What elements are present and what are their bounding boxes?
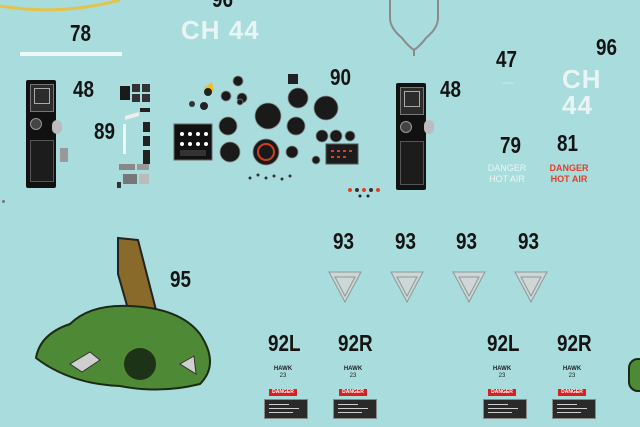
hawk-placard-4: HAWK 23 DANGER — [547, 366, 597, 398]
hot-air-label-79: HOT AIR — [489, 174, 525, 184]
danger-red-tag: DANGER — [558, 389, 586, 396]
danger-hot-air-white: DANGER HOT AIR — [482, 163, 532, 185]
danger-red-tag: DANGER — [488, 389, 516, 396]
ejection-seat-decal — [34, 236, 211, 391]
decal-number-92R-b: 92R — [557, 330, 592, 356]
hawk-text: HAWK — [343, 366, 363, 372]
data-plate-2 — [333, 399, 377, 419]
hot-air-label-81: HOT AIR — [550, 174, 588, 184]
gray-knob-decal — [52, 120, 62, 134]
triangle-placards-93 — [328, 271, 548, 304]
data-plate-3 — [483, 399, 527, 419]
decal-number-48-left: 48 — [73, 76, 94, 102]
instrument-panel-right — [396, 83, 426, 190]
partial-seat-edge — [628, 358, 640, 392]
hawk-placard-1: HAWK 23 DANGER — [258, 366, 308, 398]
hawk-text: HAWK — [562, 366, 582, 372]
dot-decal — [2, 200, 5, 203]
danger-label-81: DANGER — [549, 163, 589, 173]
hawk-text: HAWK — [492, 366, 512, 372]
decal-number-79: 79 — [500, 132, 521, 158]
hawk-number: 23 — [349, 373, 357, 379]
decal-number-93-d: 93 — [518, 228, 539, 254]
decal-number-47: 47 — [496, 46, 517, 72]
tiny-stencil-47: ▭▭▭ — [502, 80, 514, 85]
ch44-stencil-right: CH 44 — [562, 64, 602, 120]
decal-number-92L-b: 92L — [487, 330, 520, 356]
instrument-panel-left — [26, 80, 56, 188]
decal-number-90: 90 — [330, 64, 351, 90]
decal-number-93-a: 93 — [333, 228, 354, 254]
decal-number-81: 81 — [557, 130, 578, 156]
danger-hot-air-red: DANGER HOT AIR — [544, 163, 594, 185]
indicator-lights-decal — [348, 188, 380, 198]
decal-number-95: 95 — [170, 266, 191, 292]
decal-number-93-c: 93 — [456, 228, 477, 254]
hose-decal — [389, 0, 439, 56]
decal-number-93-b: 93 — [395, 228, 416, 254]
gray-knob-decal-right — [424, 120, 434, 134]
hawk-number: 23 — [279, 373, 287, 379]
hawk-text: HAWK — [273, 366, 293, 372]
danger-red-tag: DANGER — [339, 389, 367, 396]
gray-block-decal — [60, 148, 68, 162]
ch44-stencil-left: CH 44 — [181, 15, 260, 45]
hawk-placard-3: HAWK 23 DANGER — [477, 366, 527, 398]
decal-number-92L-a: 92L — [268, 330, 301, 356]
decal-number-48-right: 48 — [440, 76, 461, 102]
data-plate-4 — [552, 399, 596, 419]
hawk-placard-2: HAWK 23 DANGER — [328, 366, 378, 398]
danger-red-tag: DANGER — [269, 389, 297, 396]
decal-number-78: 78 — [70, 20, 91, 46]
hawk-number: 23 — [498, 373, 506, 379]
decal-number-96: 96 — [596, 34, 617, 60]
decal-number-89: 89 — [94, 118, 115, 144]
decal-number-92R-a: 92R — [338, 330, 373, 356]
yellow-arc-decal — [0, 0, 121, 12]
switch-cluster-89 — [117, 84, 150, 188]
data-plate-1 — [264, 399, 308, 419]
white-stripe-decal — [20, 52, 122, 56]
danger-label-79: DANGER — [487, 163, 527, 173]
instrument-cluster-90 — [173, 74, 359, 181]
decal-number-96-top: 96 — [212, 0, 233, 11]
hawk-number: 23 — [568, 373, 576, 379]
